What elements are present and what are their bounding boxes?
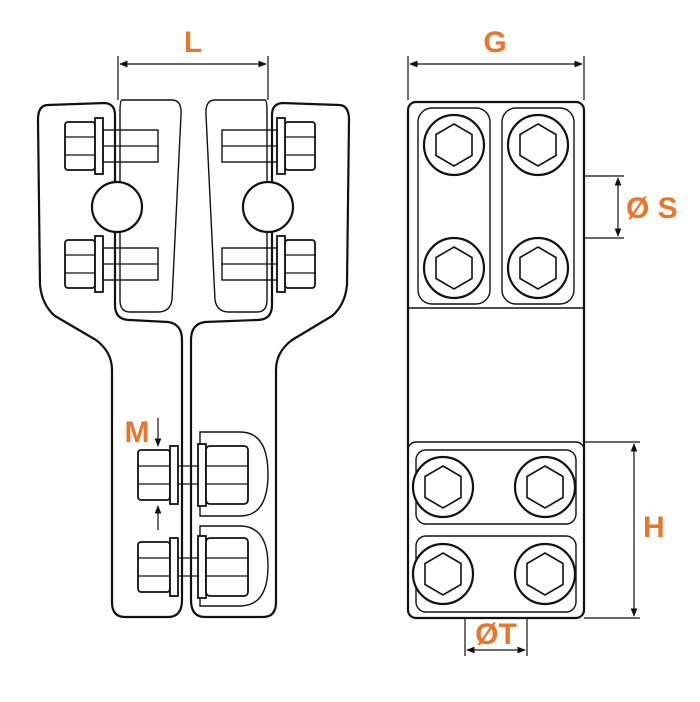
upper-right-jaw — [205, 99, 268, 313]
front-bolt-lower-right-bottom — [513, 542, 577, 606]
dimension-T: ØT — [464, 618, 528, 656]
upper-right-bolt-bottom — [221, 235, 316, 293]
upper-right-strap — [501, 107, 575, 305]
left-conductor-hole — [90, 180, 144, 234]
dimension-label-G: G — [483, 26, 506, 59]
dimension-label-S: Ø S — [626, 192, 678, 225]
lower-block — [407, 441, 585, 619]
dimension-M: M — [125, 416, 162, 530]
dimension-label-T: ØT — [475, 618, 517, 651]
side-view: L M — [36, 26, 351, 619]
front-bolt-upper-right-bottom — [506, 236, 570, 300]
front-view: G Ø S H ØT — [406, 26, 678, 656]
lower-bolt-top — [137, 431, 269, 517]
front-bolt-lower-left-bottom — [411, 542, 475, 606]
front-bolt-lower-right-top — [513, 455, 577, 519]
lower-bolt-bottom — [137, 525, 269, 607]
side-body-left-half — [36, 101, 184, 619]
right-conductor-hole — [241, 180, 295, 234]
dimension-S: Ø S — [584, 175, 678, 239]
upper-left-jaw — [119, 99, 182, 313]
dimension-L: L — [117, 26, 269, 100]
front-bolt-upper-right-top — [506, 113, 570, 177]
dimension-H: H — [584, 441, 665, 619]
upper-right-bolt-top — [221, 117, 316, 175]
upper-left-bolt-bottom — [64, 235, 159, 293]
dimension-label-H: H — [643, 511, 665, 544]
front-bolt-upper-left-bottom — [422, 236, 486, 300]
front-body — [406, 100, 586, 620]
front-bolt-lower-left-top — [411, 455, 475, 519]
front-bolt-upper-left-top — [422, 113, 486, 177]
dimension-G: G — [407, 26, 585, 100]
upper-left-strap — [417, 107, 491, 305]
dimension-label-L: L — [184, 26, 202, 59]
upper-left-bolt-top — [64, 117, 159, 175]
dimension-label-M: M — [125, 416, 150, 449]
